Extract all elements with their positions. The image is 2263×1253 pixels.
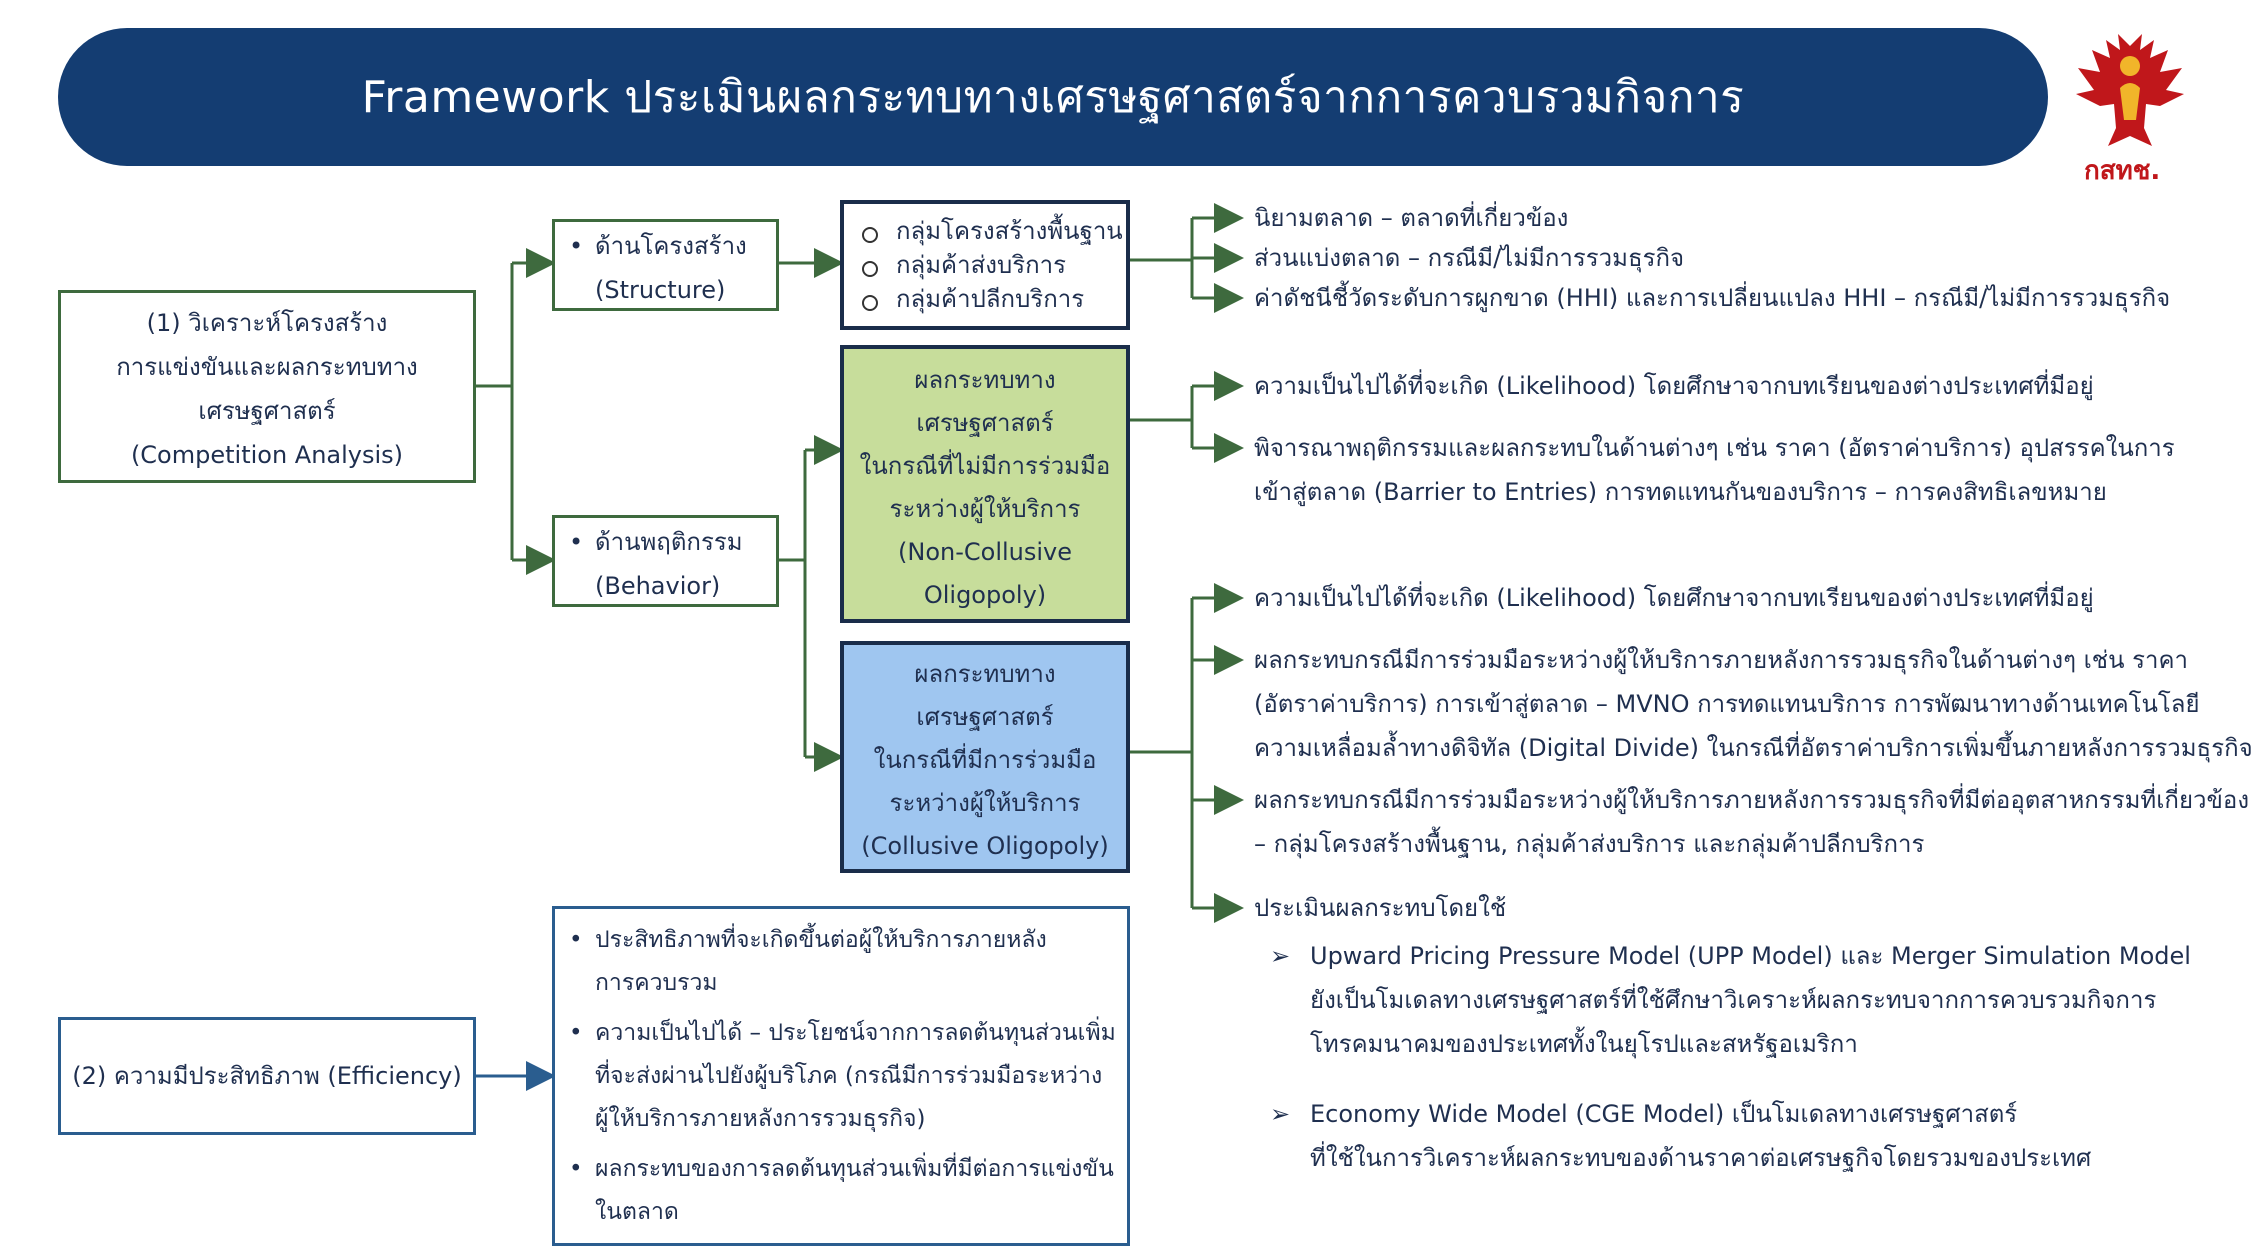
competition-line-2: การแข่งขันและผลกระทบทาง [116, 353, 418, 381]
efficiency-item-3: ผลกระทบของการลดต้นทุนส่วนเพิ่มที่มีต่อกา… [555, 1148, 1127, 1234]
model-cge: ➢ Economy Wide Model (CGE Model) เป็นโมเ… [1270, 1092, 2091, 1180]
non-collusive-item-1: ความเป็นไปได้ที่จะเกิด (Likelihood) โดยศ… [1254, 372, 2094, 400]
efficiency-box: (2) ความมีประสิทธิภาพ (Efficiency) [58, 1017, 476, 1135]
logo-text: กสทช. [2084, 156, 2161, 186]
collusive-line-2: เศรษฐศาสตร์ [916, 703, 1054, 731]
collusive-item-1: ความเป็นไปได้ที่จะเกิด (Likelihood) โดยศ… [1254, 584, 2094, 612]
collusive-line-4: ระหว่างผู้ให้บริการ [889, 789, 1081, 817]
group-infrastructure: กลุ่มโครงสร้างพื้นฐาน [844, 214, 1126, 248]
efficiency-item-2: ความเป็นไปได้ – ประโยชน์จากการลดต้นทุนส่… [555, 1012, 1127, 1141]
model-upp: ➢ Upward Pricing Pressure Model (UPP Mod… [1270, 934, 2191, 1066]
efficiency-detail-box: ประสิทธิภาพที่จะเกิดขึ้นต่อผู้ให้บริการภ… [552, 906, 1130, 1246]
efficiency-label: (2) ความมีประสิทธิภาพ (Efficiency) [72, 1062, 462, 1090]
page-title: Framework ประเมินผลกระทบทางเศรษฐศาสตร์จา… [361, 72, 1745, 123]
collusive-line-1: ผลกระทบทาง [914, 660, 1056, 688]
collusive-item-2: ผลกระทบกรณีมีการร่วมมือระหว่างผู้ให้บริก… [1254, 646, 2253, 762]
competition-line-3: เศรษฐศาสตร์ [198, 397, 336, 425]
behavior-box: ด้านพฤติกรรม (Behavior) [552, 515, 779, 607]
collusive-line-3: ในกรณีที่มีการร่วมมือ [873, 746, 1097, 774]
non-collusive-line-4: ระหว่างผู้ให้บริการ [889, 495, 1081, 523]
non-collusive-line-5: (Non-Collusive [898, 538, 1072, 566]
arrow-bullet-icon: ➢ [1270, 942, 1291, 970]
non-collusive-line-1: ผลกระทบทาง [914, 366, 1056, 394]
collusive-item-4: ประเมินผลกระทบโดยใช้ [1254, 894, 1507, 922]
efficiency-item-1: ประสิทธิภาพที่จะเกิดขึ้นต่อผู้ให้บริการภ… [555, 919, 1127, 1005]
group-retail: กลุ่มค้าปลีกบริการ [844, 282, 1126, 316]
title-banner: Framework ประเมินผลกระทบทางเศรษฐศาสตร์จา… [58, 28, 2048, 166]
non-collusive-box: ผลกระทบทาง เศรษฐศาสตร์ ในกรณีที่ไม่มีการ… [840, 345, 1130, 623]
garuda-emblem-icon [2076, 34, 2184, 146]
behavior-label: ด้านพฤติกรรม [555, 520, 776, 564]
structure-sub: (Structure) [595, 276, 726, 304]
structure-item-2: ส่วนแบ่งตลาด – กรณีมี/ไม่มีการรวมธุรกิจ [1254, 244, 1685, 272]
structure-box: ด้านโครงสร้าง (Structure) [552, 219, 779, 311]
non-collusive-line-2: เศรษฐศาสตร์ [916, 409, 1054, 437]
non-collusive-line-3: ในกรณีที่ไม่มีการร่วมมือ [859, 452, 1111, 480]
structure-item-3: ค่าดัชนีชี้วัดระดับการผูกขาด (HHI) และกา… [1254, 284, 2171, 312]
collusive-box: ผลกระทบทาง เศรษฐศาสตร์ ในกรณีที่มีการร่ว… [840, 641, 1130, 873]
behavior-sub: (Behavior) [595, 572, 721, 600]
non-collusive-item-2: พิจารณาพฤติกรรมและผลกระทบในด้านต่างๆ เช่… [1254, 434, 2175, 506]
competition-line-1: (1) วิเคราะห์โครงสร้าง [146, 309, 388, 337]
non-collusive-line-6: Oligopoly) [923, 581, 1047, 609]
competition-analysis-box: (1) วิเคราะห์โครงสร้าง การแข่งขันและผลกร… [58, 290, 476, 483]
competition-line-4: (Competition Analysis) [130, 441, 404, 469]
arrow-bullet-icon: ➢ [1270, 1100, 1291, 1128]
collusive-item-3: ผลกระทบกรณีมีการร่วมมือระหว่างผู้ให้บริก… [1254, 786, 2250, 858]
collusive-line-5: (Collusive Oligopoly) [861, 832, 1109, 860]
group-wholesale: กลุ่มค้าส่งบริการ [844, 248, 1126, 282]
structure-label: ด้านโครงสร้าง [555, 224, 776, 268]
structure-item-1: นิยามตลาด – ตลาดที่เกี่ยวข้อง [1254, 204, 1569, 232]
market-groups-box: กลุ่มโครงสร้างพื้นฐาน กลุ่มค้าส่งบริการ … [840, 200, 1130, 330]
